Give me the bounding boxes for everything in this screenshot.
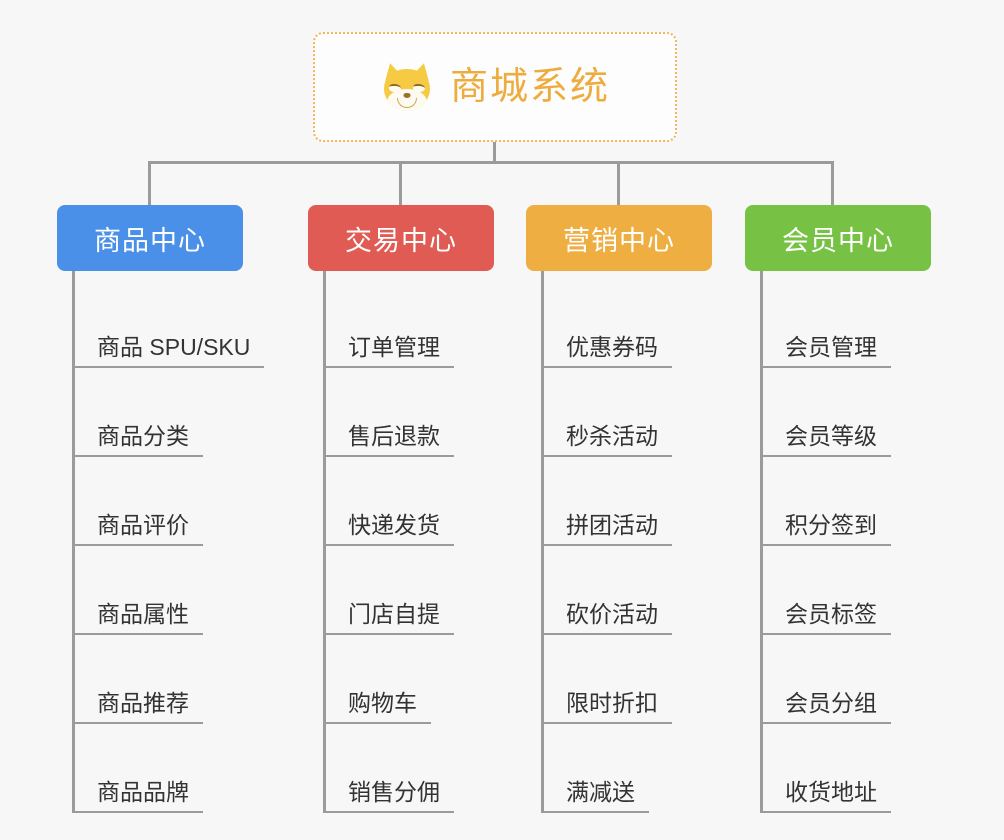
branch-header-marketing-center[interactable]: 营销中心: [526, 205, 712, 271]
leaf-label: 销售分佣: [326, 778, 454, 813]
leaf-list-member-center: 会员管理 会员等级 积分签到 会员标签 会员分组 收货地址: [760, 271, 931, 813]
connector-drop-1: [148, 161, 151, 205]
connector-drop-2: [399, 161, 402, 205]
leaf-label: 商品属性: [75, 600, 203, 635]
list-item[interactable]: 商品 SPU/SKU: [75, 279, 265, 368]
leaf-label: 满减送: [544, 778, 649, 813]
leaf-label: 会员管理: [763, 333, 891, 368]
leaf-label: 订单管理: [326, 333, 454, 368]
list-item[interactable]: 商品分类: [75, 368, 264, 457]
leaf-label: 购物车: [326, 689, 431, 724]
list-item[interactable]: 销售分佣: [326, 724, 494, 813]
list-item[interactable]: 满减送: [544, 724, 712, 813]
connector-horizontal-bus: [148, 161, 834, 164]
leaf-label: 会员标签: [763, 600, 891, 635]
branch-trade-center: 交易中心 订单管理 售后退款 快递发货 门店自提 购物车 销售分佣: [308, 205, 494, 813]
branch-header-trade-center[interactable]: 交易中心: [308, 205, 494, 271]
root-title: 商城系统: [449, 66, 610, 108]
shiba-dog-icon: [380, 61, 434, 112]
leaf-label: 快递发货: [326, 511, 454, 546]
list-item[interactable]: 砍价活动: [544, 546, 712, 635]
leaf-label: 秒杀活动: [544, 422, 672, 457]
leaf-label: 会员等级: [763, 422, 891, 457]
leaf-list-trade-center: 订单管理 售后退款 快递发货 门店自提 购物车 销售分佣: [323, 271, 494, 813]
leaf-label: 会员分组: [763, 689, 891, 724]
leaf-label: 拼团活动: [544, 511, 672, 546]
leaf-label: 售后退款: [326, 422, 454, 457]
branch-header-product-center[interactable]: 商品中心: [57, 205, 243, 271]
leaf-label: 砍价活动: [544, 600, 672, 635]
list-item[interactable]: 会员管理: [763, 279, 931, 368]
connector-drop-3: [617, 161, 620, 205]
branch-product-center: 商品中心 商品 SPU/SKU 商品分类 商品评价 商品属性 商品推荐 商品品牌: [57, 205, 265, 813]
list-item[interactable]: 门店自提: [326, 546, 494, 635]
list-item[interactable]: 订单管理: [326, 279, 494, 368]
list-item[interactable]: 商品属性: [75, 546, 264, 635]
leaf-label: 商品评价: [75, 511, 203, 546]
list-item[interactable]: 商品推荐: [75, 635, 264, 724]
list-item[interactable]: 优惠券码: [544, 279, 712, 368]
list-item[interactable]: 会员标签: [763, 546, 931, 635]
list-item[interactable]: 商品品牌: [75, 724, 264, 813]
root-node[interactable]: 商城系统: [313, 32, 677, 142]
branch-member-center: 会员中心 会员管理 会员等级 积分签到 会员标签 会员分组 收货地址: [745, 205, 931, 813]
list-item[interactable]: 拼团活动: [544, 457, 712, 546]
branch-marketing-center: 营销中心 优惠券码 秒杀活动 拼团活动 砍价活动 限时折扣 满减送: [526, 205, 712, 813]
list-item[interactable]: 商品评价: [75, 457, 264, 546]
leaf-label: 商品 SPU/SKU: [75, 333, 265, 368]
leaf-label: 积分签到: [763, 511, 891, 546]
list-item[interactable]: 限时折扣: [544, 635, 712, 724]
leaf-list-marketing-center: 优惠券码 秒杀活动 拼团活动 砍价活动 限时折扣 满减送: [541, 271, 712, 813]
list-item[interactable]: 收货地址: [763, 724, 931, 813]
list-item[interactable]: 积分签到: [763, 457, 931, 546]
list-item[interactable]: 会员等级: [763, 368, 931, 457]
branch-header-member-center[interactable]: 会员中心: [745, 205, 931, 271]
leaf-list-product-center: 商品 SPU/SKU 商品分类 商品评价 商品属性 商品推荐 商品品牌: [72, 271, 265, 813]
leaf-label: 商品分类: [75, 422, 203, 457]
connector-drop-4: [831, 161, 834, 205]
leaf-label: 收货地址: [763, 778, 891, 813]
list-item[interactable]: 售后退款: [326, 368, 494, 457]
leaf-label: 商品推荐: [75, 689, 203, 724]
leaf-label: 商品品牌: [75, 778, 203, 813]
leaf-label: 门店自提: [326, 600, 454, 635]
list-item[interactable]: 购物车: [326, 635, 494, 724]
list-item[interactable]: 会员分组: [763, 635, 931, 724]
connector-root-stem: [493, 142, 496, 163]
leaf-label: 限时折扣: [544, 689, 672, 724]
list-item[interactable]: 快递发货: [326, 457, 494, 546]
list-item[interactable]: 秒杀活动: [544, 368, 712, 457]
leaf-label: 优惠券码: [544, 333, 672, 368]
